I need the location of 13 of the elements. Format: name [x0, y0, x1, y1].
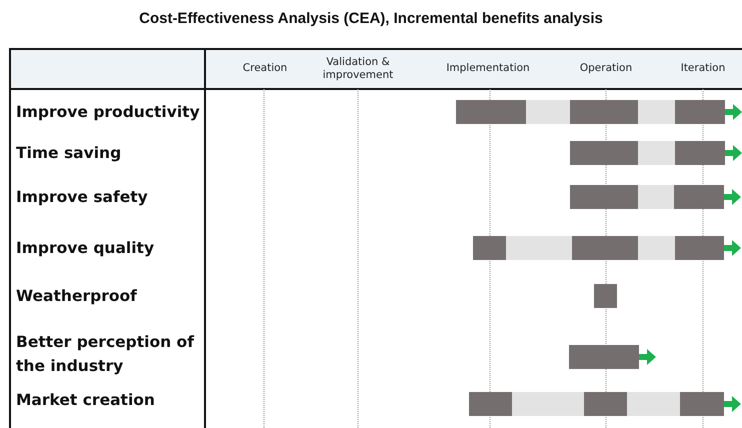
row-label: Improve productivity	[16, 102, 201, 123]
row-label: Time saving	[16, 143, 122, 164]
column-header: Iteration	[680, 62, 726, 75]
column-header: Creation	[242, 62, 288, 75]
column-header: Implementation	[445, 62, 531, 75]
row-label: Better perception of the industry	[16, 332, 196, 377]
row-label: Improve quality	[16, 238, 156, 259]
chart-title: Cost-Effectiveness Analysis (CEA), Incremental benefits analysis	[138, 10, 604, 27]
row-label: Improve safety	[16, 187, 149, 208]
column-header: Validation & improvement	[322, 56, 394, 82]
row-label: Weatherproof	[16, 286, 138, 307]
row-label: Market creation	[16, 390, 156, 411]
column-header: Operation	[578, 62, 634, 75]
